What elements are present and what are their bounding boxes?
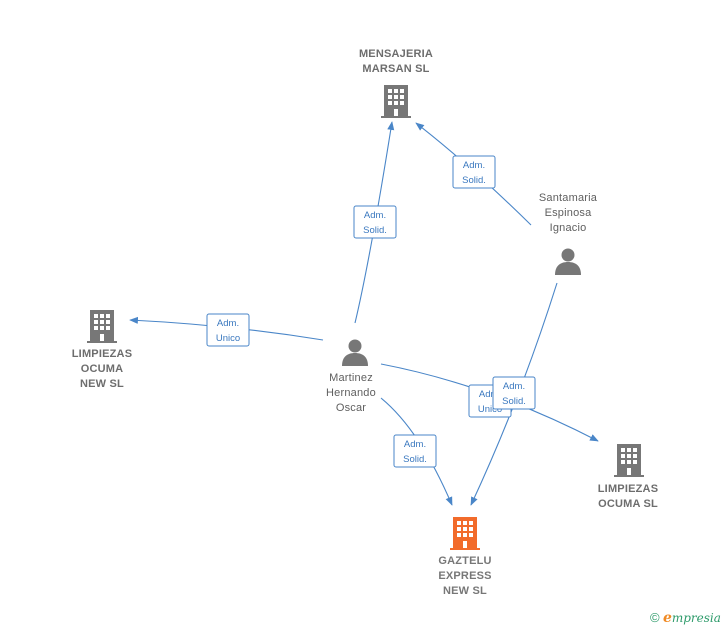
edge-label-santamaria-to-mensajeria[interactable]: Adm. Solid. bbox=[452, 155, 496, 189]
edge-label-martinez-to-limpiezas_left[interactable]: Adm. Unico bbox=[206, 313, 250, 347]
building-icon[interactable] bbox=[380, 83, 412, 119]
edge-label-martinez-to-mensajeria[interactable]: Adm. Solid. bbox=[353, 205, 397, 239]
edge-label-line: Solid. bbox=[363, 225, 387, 236]
edge-label-line: Adm. bbox=[503, 381, 525, 392]
edge-martinez-to-mensajeria bbox=[354, 121, 395, 324]
edge-label-line: Solid. bbox=[462, 175, 486, 186]
company-label-limpiezas-ocuma-new[interactable]: LIMPIEZAS OCUMA NEW SL bbox=[71, 348, 133, 390]
company-label-limpiezas-ocuma[interactable]: LIMPIEZAS OCUMA SL bbox=[597, 483, 659, 510]
edge-label-line: Adm. bbox=[404, 439, 426, 450]
edge-label-line: Adm. bbox=[463, 160, 485, 171]
person-label-martinez[interactable]: Martinez Hernando Oscar bbox=[326, 372, 376, 414]
building-icon-focus[interactable] bbox=[449, 515, 481, 551]
company-label-gaztelu[interactable]: GAZTELU EXPRESS NEW SL bbox=[438, 555, 492, 597]
edge-label-box bbox=[206, 313, 250, 347]
edge-label-line: Solid. bbox=[502, 396, 526, 407]
edge-label-line: Solid. bbox=[403, 454, 427, 465]
edge-label-line: Adm. bbox=[217, 318, 239, 329]
building-icon[interactable] bbox=[86, 308, 118, 344]
building-icon[interactable] bbox=[613, 442, 645, 478]
edge-label-santamaria-to-gaztelu[interactable]: Adm. Solid. bbox=[492, 376, 536, 410]
company-label-mensajeria[interactable]: MENSAJERIA MARSAN SL bbox=[358, 48, 434, 75]
edge-label-line: Adm. bbox=[479, 389, 501, 400]
edge-label-box bbox=[353, 205, 397, 239]
edge-label-line: Unico bbox=[216, 333, 240, 344]
edge-label-box bbox=[452, 155, 496, 189]
copyright-symbol: © bbox=[650, 610, 660, 625]
edge-label-line: Unico bbox=[478, 404, 502, 415]
person-icon[interactable] bbox=[553, 246, 583, 276]
copyright-footer: © empresia bbox=[650, 610, 721, 626]
empresia-logo[interactable]: empresia bbox=[662, 610, 721, 626]
person-label-santamaria[interactable]: Santamaria Espinosa Ignacio bbox=[538, 192, 598, 234]
edge-label-box bbox=[393, 434, 437, 468]
edge-label-line: Adm. bbox=[364, 210, 386, 221]
edge-label-martinez-to-gaztelu[interactable]: Adm. Solid. bbox=[393, 434, 437, 468]
edge-label-box bbox=[492, 376, 536, 410]
person-icon[interactable] bbox=[340, 337, 370, 367]
